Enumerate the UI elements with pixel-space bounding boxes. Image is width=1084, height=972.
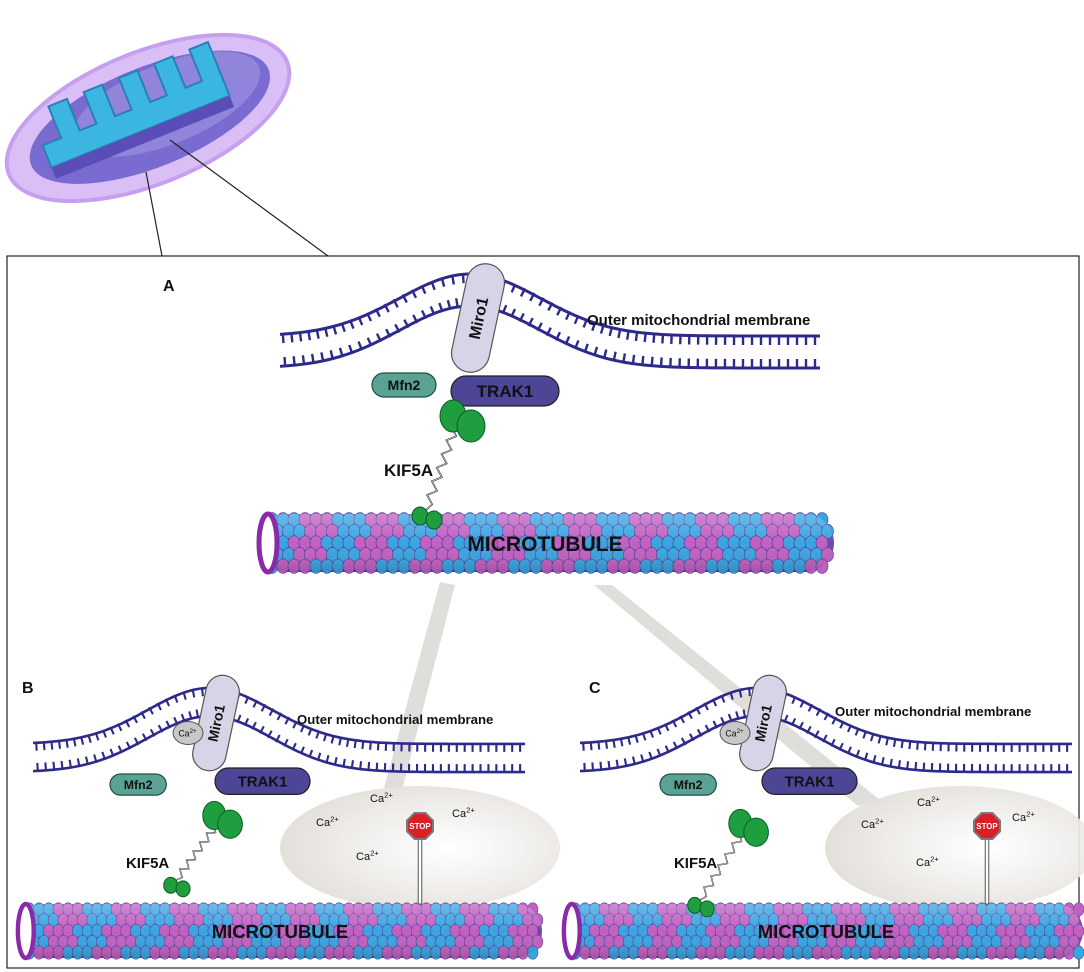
calcium-cloud-c xyxy=(825,786,1084,910)
trak1-protein: TRAK1 xyxy=(214,767,311,795)
kinesin-motor-head xyxy=(175,880,191,898)
mfn2-protein: Mfn2 xyxy=(109,773,167,796)
miro1-protein: Miro1 xyxy=(450,263,506,373)
calcium-bound-label: Ca2+ xyxy=(725,728,744,739)
panel-c: Mfn2Miro1TRAK1Ca2+MICROTUBULEKIF5AOuter … xyxy=(561,674,1084,961)
connector-band-b xyxy=(384,582,455,790)
microtubule xyxy=(15,901,544,961)
trak1-label: TRAK1 xyxy=(238,773,288,790)
calcium-ion: Ca2+ xyxy=(916,855,939,869)
microtubule-lumen-end xyxy=(561,901,582,961)
mfn2-label: Mfn2 xyxy=(124,778,153,792)
miro1-protein: Miro1 xyxy=(192,674,240,772)
microtubule-lumen-end xyxy=(256,511,280,575)
kif5a-label: KIF5A xyxy=(674,855,717,872)
connector-band-c xyxy=(594,585,880,806)
trak1-label: TRAK1 xyxy=(785,773,835,790)
miro1-label: Miro1 xyxy=(205,703,228,743)
kif5a-kinesin xyxy=(163,800,243,898)
figure-frame xyxy=(6,255,1080,969)
kif5a-kinesin xyxy=(411,399,486,530)
mfn2-protein: Mfn2 xyxy=(371,372,437,398)
trak1-protein: TRAK1 xyxy=(761,767,858,795)
panel-letter-c: C xyxy=(589,680,601,697)
calcium-ion: Ca2+ xyxy=(316,815,339,829)
membrane-label: Outer mitochondrial membrane xyxy=(587,312,810,329)
stop-sign: STOP xyxy=(405,811,435,905)
stop-sign-label: STOP xyxy=(976,822,997,831)
miro1-label: Miro1 xyxy=(752,703,775,743)
stop-sign: STOP xyxy=(972,811,1002,905)
zoom-line-left xyxy=(145,171,163,257)
microtubule-label: MICROTUBULE xyxy=(212,921,348,942)
calcium-ion: Ca2+ xyxy=(1012,810,1035,824)
microtubule-lumen-end xyxy=(15,901,36,961)
microtubule xyxy=(561,901,1084,961)
kif5a-label: KIF5A xyxy=(384,461,433,480)
calcium-ion: Ca2+ xyxy=(370,791,393,805)
calcium-bound-miro: Ca2+ xyxy=(719,721,751,745)
mfn2-label: Mfn2 xyxy=(674,778,703,792)
microtubule-label: MICROTUBULE xyxy=(758,921,894,942)
membrane-label: Outer mitochondrial membrane xyxy=(297,712,493,727)
microtubule xyxy=(256,511,834,575)
kinesin-motor-head xyxy=(699,900,715,918)
calcium-ion: Ca2+ xyxy=(452,806,475,820)
zoom-line-right xyxy=(169,139,329,257)
calcium-ion: Ca2+ xyxy=(861,817,884,831)
kinesin-motor-head xyxy=(425,510,443,530)
trak1-protein: TRAK1 xyxy=(450,375,560,407)
miro1-protein: Miro1 xyxy=(739,674,787,772)
calcium-bound-label: Ca2+ xyxy=(178,728,197,739)
stop-sign-label: STOP xyxy=(409,822,430,831)
trak1-label: TRAK1 xyxy=(477,382,534,401)
kinesin-motor-head xyxy=(411,506,429,526)
calcium-bound-miro: Ca2+ xyxy=(172,721,204,745)
kif5a-kinesin xyxy=(687,808,769,918)
kif5a-label: KIF5A xyxy=(126,855,169,872)
outer-mitochondrial-membrane xyxy=(579,686,1072,774)
panel-letter-a: A xyxy=(163,278,175,295)
membrane-label: Outer mitochondrial membrane xyxy=(835,704,1031,719)
kinesin-motor-head xyxy=(687,896,703,914)
outer-mitochondrial-membrane xyxy=(279,272,820,370)
mfn2-label: Mfn2 xyxy=(388,377,421,393)
calcium-ion: Ca2+ xyxy=(917,795,940,809)
kinesin-motor-head xyxy=(163,876,179,894)
microtubule-label: MICROTUBULE xyxy=(467,533,622,556)
outer-mitochondrial-membrane xyxy=(32,686,525,774)
mitochondrion-illustration xyxy=(4,32,292,204)
panel-letter-b: B xyxy=(22,680,34,697)
calcium-ion: Ca2+ xyxy=(356,849,379,863)
mfn2-protein: Mfn2 xyxy=(659,773,717,796)
panel-b: Mfn2Miro1TRAK1Ca2+MICROTUBULEKIF5AOuter … xyxy=(15,674,544,961)
mitochondrion-cristae xyxy=(41,40,231,170)
